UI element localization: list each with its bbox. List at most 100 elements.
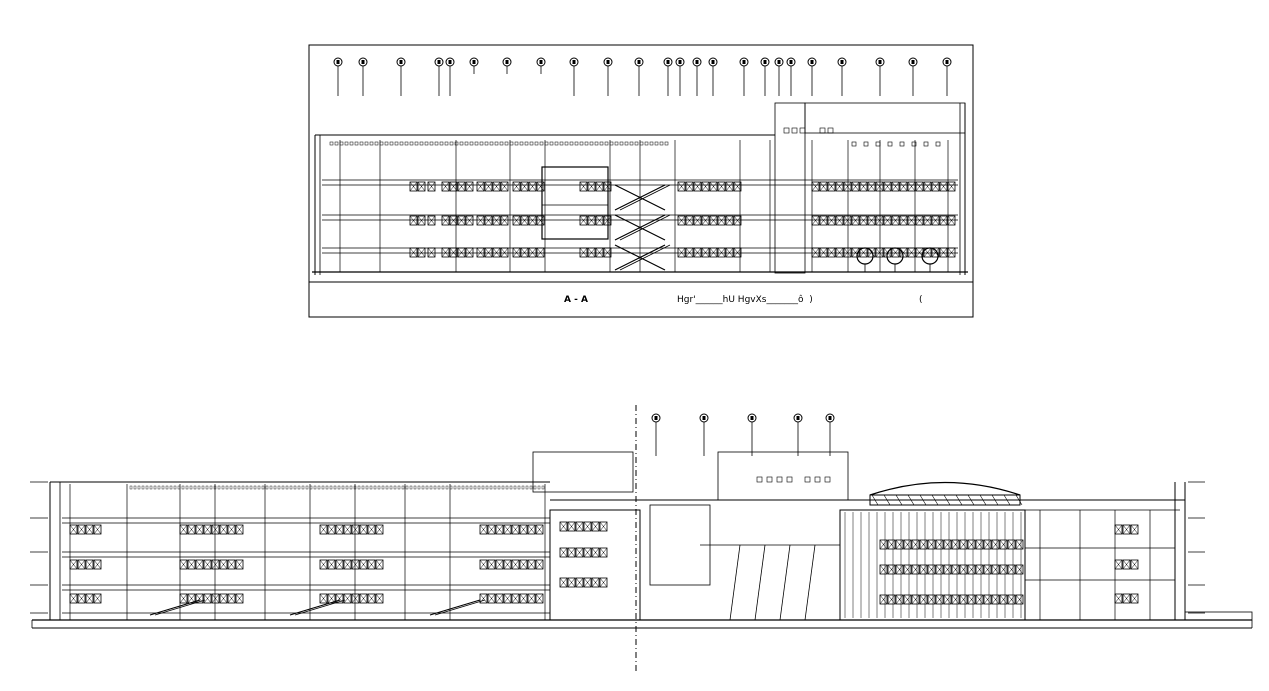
window-cross — [907, 247, 916, 258]
window — [599, 547, 608, 558]
window-cross — [449, 181, 458, 192]
window-cross — [409, 215, 418, 226]
parapet-vent — [354, 141, 359, 146]
parapet-vent — [361, 485, 365, 490]
parapet-vent — [297, 485, 301, 490]
window-cross — [919, 564, 928, 575]
window-cross — [851, 247, 860, 258]
window-cross — [335, 559, 344, 570]
window — [520, 181, 529, 192]
high-window — [875, 141, 881, 147]
window — [427, 181, 436, 192]
window-cross — [693, 215, 702, 226]
parapet-vent — [497, 485, 501, 490]
window-cross — [951, 539, 960, 550]
parapet-vent — [393, 485, 397, 490]
window-cross — [899, 247, 908, 258]
window-cross — [935, 594, 944, 605]
parapet-vent — [401, 485, 405, 490]
window — [967, 594, 976, 605]
window-cross — [567, 547, 576, 558]
window-cross — [335, 524, 344, 535]
window-cross — [536, 215, 545, 226]
parapet-vent — [379, 141, 384, 146]
window — [528, 181, 537, 192]
window-cross — [991, 539, 1000, 550]
window-cross — [999, 564, 1008, 575]
window — [843, 247, 852, 258]
parapet-vent — [341, 485, 345, 490]
window-cross — [203, 524, 212, 535]
window-cross — [599, 521, 608, 532]
window — [939, 215, 948, 226]
window-cross — [187, 559, 196, 570]
window-cross — [351, 559, 360, 570]
window — [235, 524, 244, 535]
window — [843, 215, 852, 226]
window — [717, 215, 726, 226]
window — [351, 524, 360, 535]
window — [999, 594, 1008, 605]
window-cross — [583, 521, 592, 532]
window — [867, 181, 876, 192]
grid-bubble-mark — [763, 60, 767, 64]
truss-web — [895, 494, 903, 506]
window-cross — [219, 524, 228, 535]
parapet-vent — [241, 485, 245, 490]
window-cross — [579, 247, 588, 258]
window-cross — [492, 247, 501, 258]
window — [211, 559, 220, 570]
window-cross — [512, 181, 521, 192]
parapet-vent — [345, 485, 349, 490]
window — [487, 559, 496, 570]
window — [77, 524, 86, 535]
truss-web — [991, 494, 999, 506]
window-cross — [519, 524, 528, 535]
window-cross — [527, 593, 536, 604]
parapet-vent — [434, 141, 439, 146]
window — [931, 247, 940, 258]
parapet-vent — [157, 485, 161, 490]
window — [693, 181, 702, 192]
ramp — [149, 599, 201, 616]
window — [1122, 524, 1131, 535]
window — [895, 539, 904, 550]
window — [319, 559, 328, 570]
grid-bubble-mark — [911, 60, 915, 64]
window-cross — [409, 181, 418, 192]
parapet-vent — [317, 485, 321, 490]
window — [479, 593, 488, 604]
parapet-vent — [389, 485, 393, 490]
window — [927, 594, 936, 605]
window — [417, 181, 426, 192]
window-cross — [1015, 564, 1024, 575]
window — [1130, 524, 1139, 535]
window-cross — [77, 593, 86, 604]
window — [492, 215, 501, 226]
parapet-vent — [437, 485, 441, 490]
window — [449, 247, 458, 258]
window — [685, 215, 694, 226]
window-cross — [575, 577, 584, 588]
window — [359, 524, 368, 535]
ramp — [429, 599, 481, 616]
window — [409, 247, 418, 258]
window-cross — [375, 524, 384, 535]
parapet-vent — [321, 485, 325, 490]
window — [187, 559, 196, 570]
parapet-vent — [473, 485, 477, 490]
window-cross — [427, 247, 436, 258]
window-cross — [77, 559, 86, 570]
grid-bubble-mark — [472, 60, 476, 64]
parapet-vent — [624, 141, 629, 146]
window — [907, 181, 916, 192]
window — [915, 215, 924, 226]
parapet-vent — [441, 485, 445, 490]
window — [1015, 594, 1024, 605]
window — [587, 181, 596, 192]
window — [520, 247, 529, 258]
window — [511, 593, 520, 604]
window-cross — [999, 594, 1008, 605]
window — [827, 215, 836, 226]
window — [835, 215, 844, 226]
